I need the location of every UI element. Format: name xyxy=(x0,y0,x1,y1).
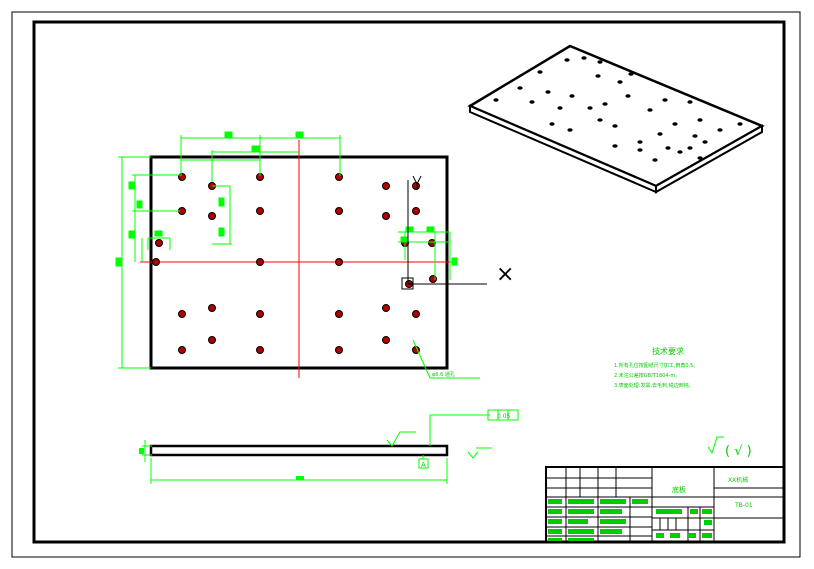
iso-hole xyxy=(687,146,693,150)
hole xyxy=(412,310,420,318)
iso-hole xyxy=(569,94,575,98)
outer-border xyxy=(11,11,801,558)
iso-hole xyxy=(617,80,623,84)
top-view[interactable]: φ6.6 通孔 × xyxy=(115,131,514,379)
hole xyxy=(178,346,186,354)
tolerance-box-text: 0.05 xyxy=(497,413,511,420)
hole xyxy=(256,346,264,354)
hole xyxy=(335,310,343,318)
iso-hole xyxy=(702,140,708,144)
hole xyxy=(208,212,216,220)
iso-hole xyxy=(717,128,723,132)
hole xyxy=(178,310,186,318)
iso-hole xyxy=(595,74,601,78)
hole xyxy=(382,304,390,312)
svg-text:( √ ): ( √ ) xyxy=(725,444,752,459)
iso-hole xyxy=(657,132,663,136)
length-dim-text xyxy=(296,476,304,480)
iso-hole xyxy=(672,122,678,126)
technical-notes[interactable]: 技术要求 1.所有孔位按图纸尺寸加工,倒角0.5。 2.未注公差按GB/T180… xyxy=(614,346,698,389)
top-dimensions xyxy=(115,131,480,379)
iso-hole xyxy=(677,150,683,154)
hole xyxy=(412,207,420,215)
iso-hole xyxy=(493,98,499,102)
surface-finish-symbol: ( √ ) xyxy=(707,436,752,459)
iso-hole xyxy=(662,98,668,102)
iso-hole xyxy=(697,156,703,160)
title-company: XX机械 xyxy=(728,476,748,484)
iso-hole xyxy=(737,122,743,126)
iso-hole xyxy=(652,158,658,162)
hole xyxy=(335,207,343,215)
hole xyxy=(428,239,436,247)
title-drawing-no: TB-01 xyxy=(734,502,753,509)
iso-hole xyxy=(647,108,653,112)
iso-hole xyxy=(517,86,523,90)
iso-hole xyxy=(567,128,573,132)
hole xyxy=(208,304,216,312)
hole xyxy=(412,182,420,190)
iso-hole xyxy=(628,72,634,76)
inner-border xyxy=(32,20,786,544)
iso-hole xyxy=(581,56,587,60)
side-view[interactable]: 0.05 A xyxy=(139,409,519,484)
iso-side-face xyxy=(655,124,763,194)
side-plate xyxy=(149,444,449,457)
hole-group xyxy=(152,173,437,354)
tech-notes-title: 技术要求 xyxy=(652,346,684,356)
iso-hole xyxy=(564,58,570,62)
hole xyxy=(256,258,264,266)
iso-hole xyxy=(687,100,693,104)
hole xyxy=(335,346,343,354)
cross-marker[interactable]: × xyxy=(496,262,514,287)
iso-hole xyxy=(529,100,535,104)
tech-note-3: 3.表面处理:发黑,去毛刺,锐边倒钝。 xyxy=(614,382,694,389)
datum-label: A xyxy=(421,461,426,469)
iso-hole xyxy=(612,144,618,148)
iso-hole-group xyxy=(493,56,743,162)
iso-hole xyxy=(587,106,593,110)
iso-hole xyxy=(637,140,643,144)
iso-hole xyxy=(612,124,618,128)
hole xyxy=(256,310,264,318)
hole xyxy=(382,336,390,344)
iso-hole xyxy=(697,118,703,122)
iso-hole xyxy=(665,146,671,150)
title-block[interactable]: 底板 XX机械 TB-01 xyxy=(545,466,785,543)
iso-hole xyxy=(625,94,631,98)
title-part-name: 底板 xyxy=(672,485,686,494)
hole xyxy=(152,258,160,266)
hole xyxy=(335,258,343,266)
cad-crosshair-cursor xyxy=(401,175,487,290)
iso-hole xyxy=(549,122,555,126)
iso-hole xyxy=(692,134,698,138)
iso-top-face xyxy=(467,44,765,188)
hole xyxy=(335,173,343,181)
hole xyxy=(208,336,216,344)
isometric-view[interactable] xyxy=(467,44,765,194)
iso-hole xyxy=(597,60,603,64)
tech-note-1: 1.所有孔位按图纸尺寸加工,倒角0.5。 xyxy=(614,362,698,369)
hole xyxy=(382,212,390,220)
hole xyxy=(256,207,264,215)
iso-hole xyxy=(557,106,563,110)
leader-note-text: φ6.6 通孔 xyxy=(432,371,455,378)
iso-hole xyxy=(545,90,551,94)
hole xyxy=(382,182,390,190)
iso-hole xyxy=(637,148,643,152)
iso-hole xyxy=(602,102,608,106)
hole xyxy=(178,173,186,181)
iso-hole xyxy=(537,70,543,74)
hole xyxy=(155,239,163,247)
iso-hole xyxy=(597,118,603,122)
thickness-dim-text xyxy=(139,448,144,454)
tech-note-2: 2.未注公差按GB/T1804-m。 xyxy=(614,372,680,379)
